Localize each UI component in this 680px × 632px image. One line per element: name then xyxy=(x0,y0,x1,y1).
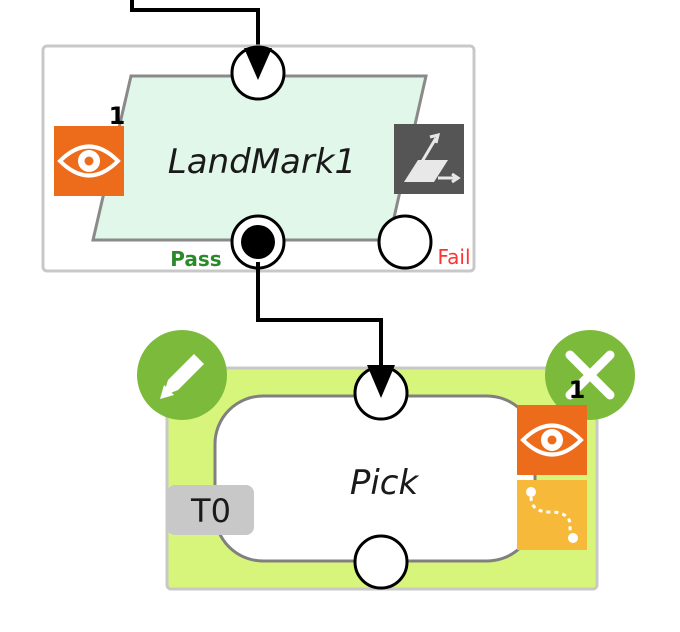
pick-node[interactable]: Pick T0 1 xyxy=(137,330,635,591)
pick-tool-label: T0 xyxy=(190,492,231,530)
pick-node-title: Pick xyxy=(350,463,420,503)
landmark-node-index: 1 xyxy=(109,102,126,130)
pick-tool-badge[interactable]: T0 xyxy=(167,485,254,535)
landmark-node[interactable]: LandMark1 1 Pass Fail xyxy=(41,44,476,273)
pick-output-port[interactable] xyxy=(353,534,409,590)
incoming-arrow-tip xyxy=(244,48,272,80)
landmark-eye-icon[interactable] xyxy=(54,126,124,196)
landmark-pass-label: Pass xyxy=(170,247,221,271)
landmark-pass-port-active-dot xyxy=(241,225,275,259)
pick-edit-button[interactable] xyxy=(137,330,227,420)
landmark-fail-port[interactable] xyxy=(377,214,433,270)
pick-path-icon[interactable] xyxy=(517,480,587,550)
pick-eye-icon[interactable] xyxy=(517,405,587,475)
landmark-fail-label: Fail xyxy=(437,245,470,269)
pick-node-index: 1 xyxy=(569,376,586,404)
pass-to-pick-connector[interactable] xyxy=(256,262,383,365)
pick-delete-button[interactable] xyxy=(545,330,635,420)
close-icon xyxy=(565,350,615,400)
landmark-coordinate-axes-icon[interactable] xyxy=(394,124,464,194)
landmark-node-title: LandMark1 xyxy=(168,142,356,182)
incoming-connector[interactable] xyxy=(130,0,260,58)
pick-input-arrowhead xyxy=(367,365,395,398)
pencil-icon xyxy=(160,354,204,399)
